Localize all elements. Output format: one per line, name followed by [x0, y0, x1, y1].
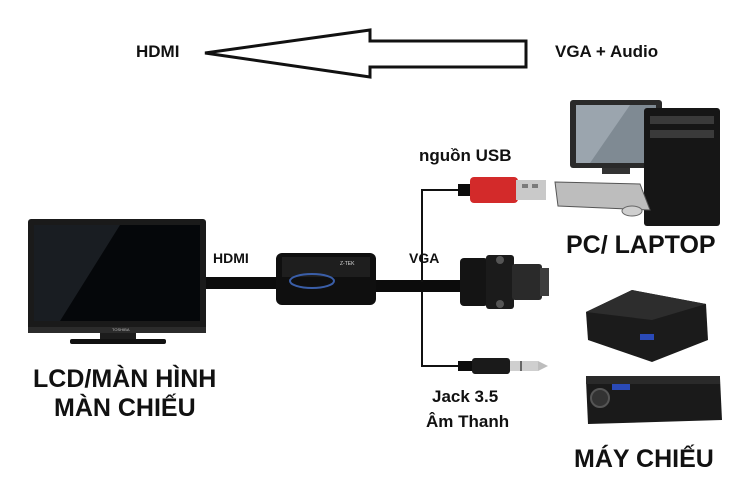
jack-leader-line: [421, 292, 460, 367]
lcd-label-line1: LCD/MÀN HÌNH: [33, 365, 217, 393]
converter-box-image: Z-TEK: [276, 253, 376, 305]
projector-image-bottom: [586, 376, 722, 424]
jack-label-line1: Jack 3.5: [432, 387, 499, 406]
usb-power-label: nguồn USB: [419, 146, 512, 165]
pc-laptop-label: PC/ LAPTOP: [566, 231, 716, 259]
arrow-label-vga-audio: VGA + Audio: [555, 42, 659, 61]
vga-cable-label: VGA: [409, 250, 440, 266]
hdmi-cable: [200, 277, 278, 289]
projector-label: MÁY CHIẾU: [574, 445, 714, 473]
lcd-label-line2: MÀN CHIẾU: [54, 394, 196, 422]
hdmi-cable-label: HDMI: [213, 250, 249, 266]
arrow-label-hdmi: HDMI: [136, 42, 180, 61]
usb-plug-image: [458, 177, 546, 203]
lcd-tv-image: TOSHIBA: [28, 219, 206, 344]
projector-image-top: [586, 290, 708, 362]
jack-label-line2: Âm Thanh: [426, 412, 510, 431]
audio-jack-image: [458, 358, 548, 374]
vga-plug-image: [460, 255, 549, 309]
vga-cable: [370, 280, 465, 292]
usb-leader-line: [421, 189, 458, 282]
converter-brand-text: Z-TEK: [340, 261, 355, 267]
direction-arrow: [204, 28, 528, 79]
tv-brand-text: TOSHIBA: [112, 327, 130, 332]
pc-image: [554, 100, 720, 226]
